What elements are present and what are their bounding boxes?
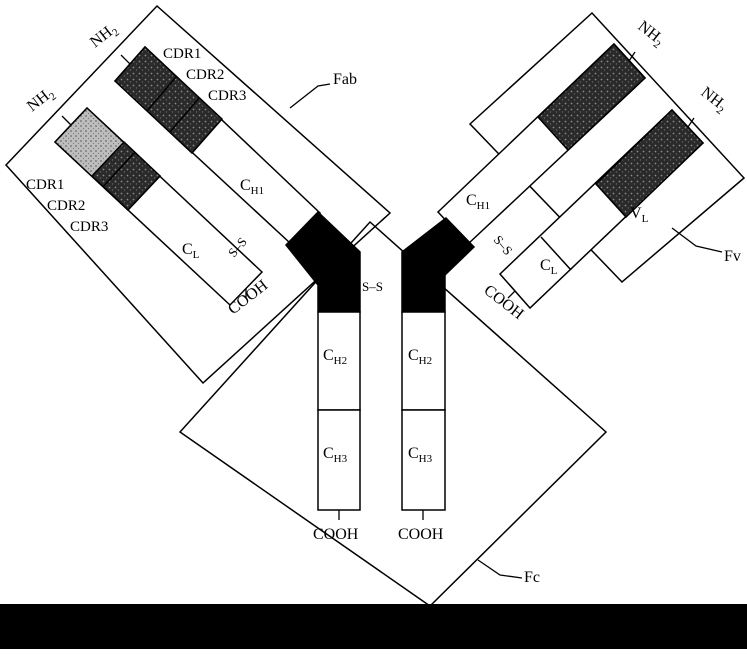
left-heavy-cooh: COOH [313,526,359,543]
left-ch3-domain [317,409,361,511]
fab-leader [289,83,331,109]
bottom-band [0,604,747,649]
left-ch1-label: CH1 [240,177,264,197]
right-vh-label: VH [556,62,576,82]
left-ch2-domain [317,311,361,411]
right-disulfide-label: S–S [491,232,516,258]
right-heavy-cooh: COOH [398,526,444,543]
fab-region [4,4,392,385]
right-ch2-label: CH2 [408,347,432,367]
right-vl-domain [594,108,705,219]
right-vl-label: VL [630,205,649,225]
fc-leader [477,559,523,579]
right-vh-domain [536,42,647,152]
cdr1-light-label: CDR1 [26,177,64,193]
right-ch1-label: CH1 [466,192,490,212]
hinge-disulfide-label: S–S [362,279,383,294]
right-ch3-label: CH3 [408,445,433,465]
nh2-left-light: NH2 [24,84,59,117]
fc-region [178,220,608,607]
cdr1-heavy-label: CDR1 [163,46,201,62]
cdr2-heavy-label: CDR2 [186,67,224,83]
left-cl-label: CL [182,241,200,261]
fab-label: Fab [333,71,357,88]
left-ch3-label: CH3 [323,445,348,465]
nh2-right-light: NH2 [696,84,731,117]
left-ch2-label: CH2 [323,347,347,367]
right-cl-label: CL [540,257,558,277]
fv-label: Fv [724,248,741,265]
cdr3-heavy-label: CDR3 [208,88,246,104]
nh2-right-heavy: NH2 [633,18,668,51]
cdr3-light-label: CDR3 [70,219,108,235]
left-vh-domain [113,45,224,155]
cdr2-light-label: CDR2 [47,198,85,214]
fv-leader [671,227,723,253]
fc-label: Fc [524,569,540,586]
